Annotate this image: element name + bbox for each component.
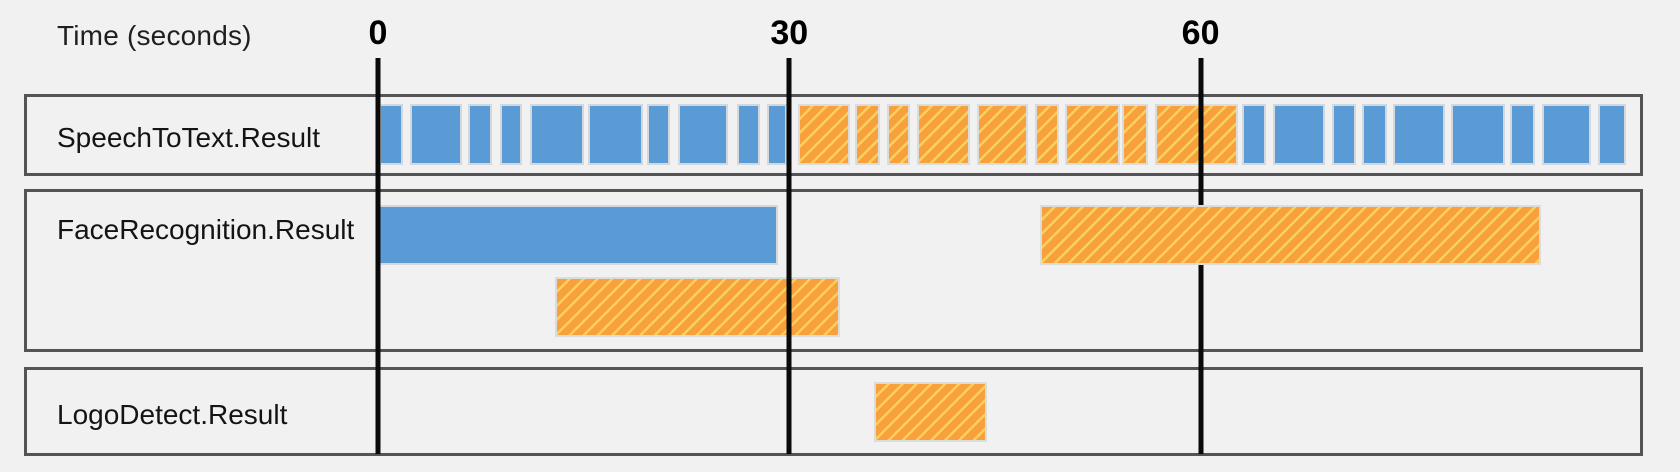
timeline-bar-segment — [379, 104, 403, 165]
row-box-facerecognition — [24, 189, 1643, 352]
row-label-facerecognition: FaceRecognition.Result — [57, 214, 355, 245]
timeline-bar-segment — [1510, 104, 1536, 165]
axis-gridline — [375, 58, 381, 454]
axis-tick-label: 30 — [770, 14, 809, 52]
timeline-bar-segment — [1241, 104, 1267, 165]
timeline-bar-segment — [1362, 104, 1388, 165]
timeline-bar-segment — [587, 104, 643, 165]
timeline-bar-segment — [1122, 104, 1149, 165]
axis-title: Time (seconds) — [57, 20, 252, 51]
timeline-bar-segment — [1332, 104, 1356, 165]
row-label-speechtotext: SpeechToText.Result — [57, 122, 321, 153]
axis-gridline — [786, 58, 792, 454]
timeline-bar-segment — [1034, 104, 1060, 165]
timeline-bar-segment — [409, 104, 462, 165]
timeline-bar-segment — [378, 205, 779, 265]
timeline-bar-segment — [1040, 205, 1541, 265]
timeline-bar-segment — [1064, 104, 1120, 165]
row-label-logodetect: LogoDetect.Result — [57, 399, 288, 430]
timeline-bar-segment — [1598, 104, 1626, 165]
timeline-bar-segment — [737, 104, 761, 165]
timeline-bar-segment — [1451, 104, 1505, 165]
timeline-bar-segment — [468, 104, 492, 165]
timeline-bar-segment — [1155, 104, 1238, 165]
timeline-bar-segment — [916, 104, 971, 165]
timeline-bar-segment — [1541, 104, 1592, 165]
timeline-bar-segment — [886, 104, 910, 165]
row-box-speechtotext — [24, 94, 1643, 176]
timeline-bar-segment — [1273, 104, 1326, 165]
row-box-logodetect — [24, 367, 1643, 456]
timeline-bar-segment — [530, 104, 584, 165]
timeline-bar-segment — [500, 104, 522, 165]
timeline-bar-segment — [646, 104, 670, 165]
timeline-bar-segment — [1392, 104, 1445, 165]
timeline-bar-segment — [767, 104, 787, 165]
timeline-bar-segment — [977, 104, 1028, 165]
timeline-bar-segment — [554, 277, 840, 337]
timeline-bar-segment — [678, 104, 728, 165]
axis-tick-label: 60 — [1181, 14, 1220, 52]
timeline-bar-segment — [874, 382, 987, 442]
timeline-bar-segment — [855, 104, 880, 165]
axis-tick-label: 0 — [368, 14, 388, 52]
timeline-bar-segment — [797, 104, 850, 165]
